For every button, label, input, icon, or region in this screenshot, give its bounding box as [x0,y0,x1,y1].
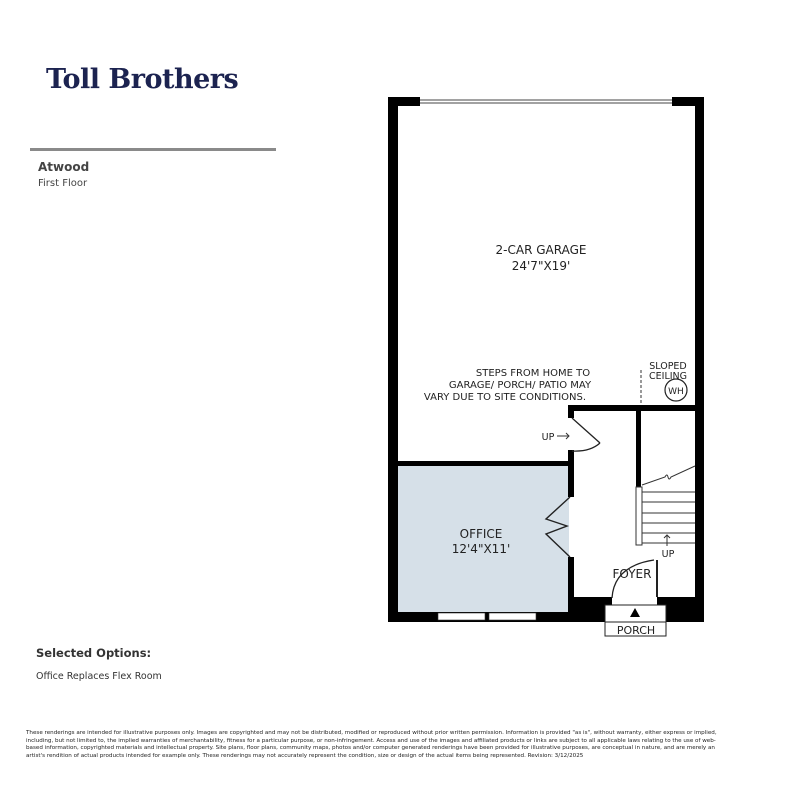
steps-note-2: GARAGE/ PORCH/ PATIO MAY [449,380,592,391]
office-name: OFFICE [460,527,503,541]
garage-size: 24'7"X19' [512,259,571,273]
office-windows [437,612,537,621]
ceiling-label: CEILING [649,371,687,382]
up-label-stairs: UP [662,549,675,560]
office-size: 12'4"X11' [452,542,511,556]
steps-note-1: STEPS FROM HOME TO [476,368,590,379]
selected-option: Office Replaces Flex Room [36,671,162,682]
office-bifold-door [544,496,571,558]
front-door [611,559,658,599]
garage-entry-door [571,417,601,452]
divider [30,148,276,151]
model-name: Atwood [38,160,90,174]
wh-label: WH [668,387,684,397]
sloped-label: SLOPED [649,361,687,372]
staircase [635,465,696,546]
garage-name: 2-CAR GARAGE [496,243,587,257]
garage-door [420,99,672,104]
disclaimer: These renderings are intended for illust… [26,730,717,759]
foyer-name: FOYER [613,567,652,581]
steps-note-3: VARY DUE TO SITE CONDITIONS. [424,392,586,403]
porch-box [604,604,667,637]
entry-arrow-icon [630,608,640,617]
office-room [398,466,569,613]
water-heater-icon [664,378,688,402]
toll-brothers-logo: Toll Brothers [46,64,239,95]
up-label-garage: UP [542,432,555,443]
floor-name: First Floor [38,178,88,189]
porch-name: PORCH [617,624,655,637]
arrow-right-icon [557,432,570,440]
selected-options-heading: Selected Options: [36,646,152,660]
